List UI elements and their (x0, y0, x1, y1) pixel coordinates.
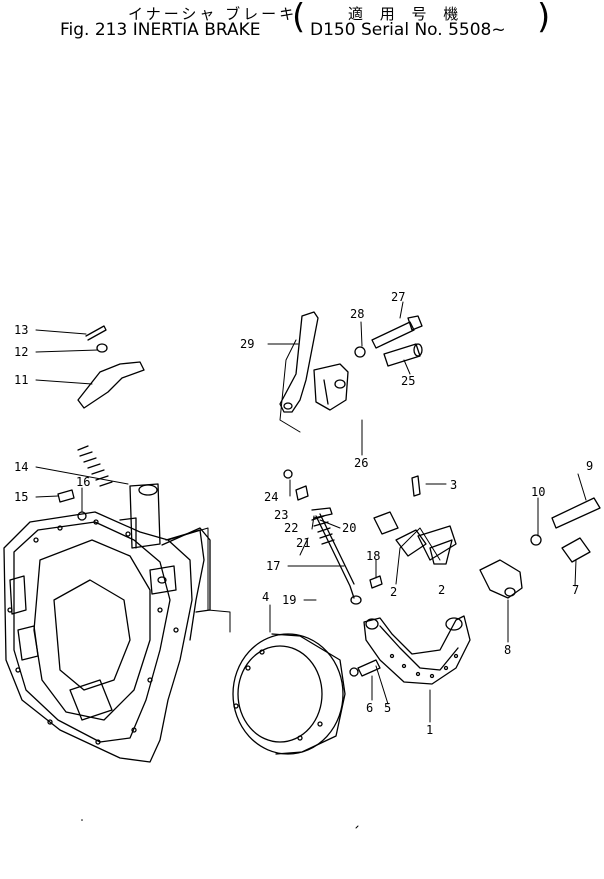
callout-3: 3 (450, 478, 457, 492)
title-japanese-applicable: 適 用 号 機 (348, 5, 465, 23)
callout-18: 18 (366, 549, 380, 563)
callout-7: 7 (572, 583, 579, 597)
callout-14: 14 (14, 460, 28, 474)
lever-and-bracket (279, 311, 349, 413)
callout-23: 23 (274, 508, 288, 522)
stray-mark (81, 819, 83, 821)
callout-labels: 13 12 11 14 15 16 29 28 27 25 26 24 23 2… (14, 290, 593, 737)
right-side-parts (349, 475, 601, 677)
leader-lines (35, 301, 587, 723)
title-japanese: イナーシャ ブレーキ (128, 5, 298, 23)
paren-close: ) (537, 0, 551, 37)
pin-bolt-washer (354, 315, 423, 367)
callout-19: 19 (282, 593, 296, 607)
callout-11: 11 (14, 373, 28, 387)
callout-22: 22 (284, 521, 298, 535)
brake-drum (232, 633, 346, 755)
callout-9: 9 (586, 459, 593, 473)
callout-21: 21 (296, 536, 310, 550)
callout-6: 6 (366, 701, 373, 715)
figure-title: Fig. 213 INERTIA BRAKE (60, 20, 261, 40)
upper-lever-parts (57, 325, 145, 521)
callout-15: 15 (14, 490, 28, 504)
callout-28: 28 (350, 307, 364, 321)
callout-26: 26 (354, 456, 368, 470)
callout-25: 25 (401, 374, 415, 388)
callout-5: 5 (384, 701, 391, 715)
rod-and-spring (283, 469, 362, 605)
callout-1: 1 (426, 723, 433, 737)
paren-open: ( (292, 0, 306, 37)
callout-12: 12 (14, 345, 28, 359)
callout-2b: 2 (438, 583, 445, 597)
callout-13: 13 (14, 323, 28, 337)
callout-27: 27 (391, 290, 405, 304)
callout-20: 20 (342, 521, 356, 535)
callout-8: 8 (504, 643, 511, 657)
callout-16: 16 (76, 475, 90, 489)
stray-mark-2 (355, 825, 359, 829)
callout-17: 17 (266, 559, 280, 573)
band-brackets (373, 511, 457, 565)
flywheel-housing (3, 483, 211, 763)
callout-10: 10 (531, 485, 545, 499)
callout-24: 24 (264, 490, 278, 504)
serial-range: D150 Serial No. 5508~ (310, 20, 506, 40)
callout-29: 29 (240, 337, 254, 351)
callout-4: 4 (262, 590, 269, 604)
brake-band (363, 615, 471, 685)
callout-2a: 2 (390, 585, 397, 599)
